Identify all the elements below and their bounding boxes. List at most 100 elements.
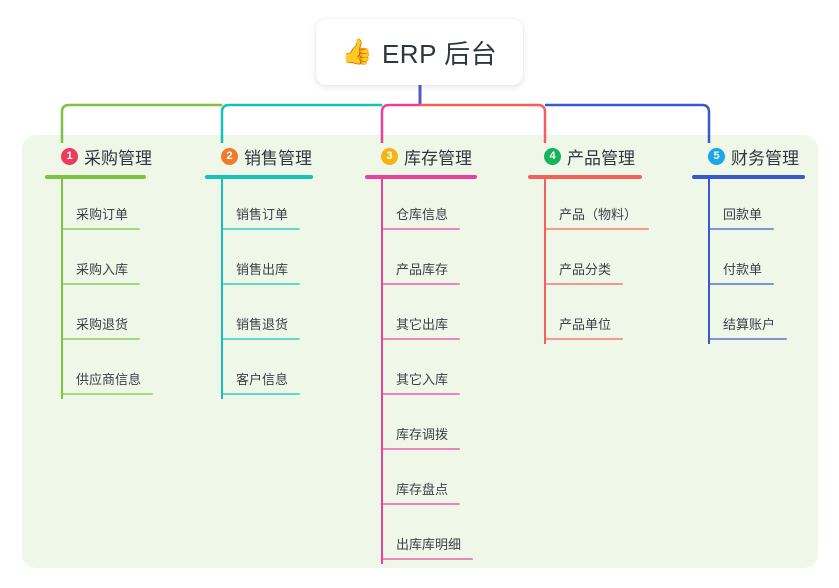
child-underline bbox=[61, 338, 140, 340]
child-label: 付款单 bbox=[723, 262, 763, 277]
child-label: 结算账户 bbox=[723, 317, 776, 332]
branch-2[interactable]: 2 销售管理销售订单销售出库销售退货客户信息 bbox=[205, 143, 313, 399]
child-item[interactable]: 出库库明细 bbox=[365, 509, 477, 564]
child-underline bbox=[221, 393, 300, 395]
child-item[interactable]: 采购订单 bbox=[45, 179, 152, 234]
child-label: 销售退货 bbox=[236, 317, 289, 332]
branch-title: 库存管理 bbox=[404, 148, 472, 168]
child-underline bbox=[61, 283, 140, 285]
branch-number-badge: 5 bbox=[708, 147, 725, 165]
child-item[interactable]: 其它出库 bbox=[365, 289, 477, 344]
child-label: 销售出库 bbox=[236, 262, 289, 277]
child-item[interactable]: 产品分类 bbox=[528, 234, 642, 289]
child-item[interactable]: 供应商信息 bbox=[45, 344, 153, 399]
child-underline bbox=[381, 448, 460, 450]
child-item[interactable]: 产品（物料） bbox=[528, 179, 649, 234]
child-label: 其它入库 bbox=[396, 372, 449, 387]
branch-spine bbox=[708, 179, 710, 344]
branch-children: 销售订单销售出库销售退货客户信息 bbox=[205, 179, 313, 399]
child-label: 回款单 bbox=[723, 207, 763, 222]
child-label: 产品分类 bbox=[559, 262, 612, 277]
child-underline bbox=[61, 393, 153, 395]
branch-3[interactable]: 3 库存管理仓库信息产品库存其它出库其它入库库存调拨库存盘点出库库明细 bbox=[365, 143, 477, 564]
branch-children: 采购订单采购入库采购退货供应商信息 bbox=[45, 179, 153, 399]
child-item[interactable]: 库存调拨 bbox=[365, 399, 477, 454]
child-item[interactable]: 付款单 bbox=[692, 234, 805, 289]
branch-spine bbox=[221, 179, 223, 399]
branch-children: 回款单付款单结算账户 bbox=[692, 179, 805, 344]
branch-4[interactable]: 4 产品管理产品（物料） 产品分类产品单位 bbox=[528, 143, 649, 344]
child-item[interactable]: 回款单 bbox=[692, 179, 805, 234]
child-underline bbox=[544, 283, 623, 285]
branch-number-badge: 4 bbox=[544, 147, 561, 165]
diagram-background-panel bbox=[22, 135, 818, 568]
root-title: ERP 后台 bbox=[381, 38, 498, 69]
child-item[interactable]: 仓库信息 bbox=[365, 179, 477, 234]
child-underline bbox=[381, 228, 460, 230]
branch-underline bbox=[205, 175, 313, 179]
branch-spine bbox=[381, 179, 383, 564]
child-underline bbox=[221, 228, 300, 230]
child-underline bbox=[381, 503, 460, 505]
child-item[interactable]: 采购入库 bbox=[45, 234, 152, 289]
thumbs-up-icon: 👍 bbox=[341, 37, 373, 66]
branch-underline bbox=[365, 175, 477, 179]
branch-title: 销售管理 bbox=[244, 148, 312, 168]
branch-number-badge: 1 bbox=[61, 147, 78, 165]
child-label: 供应商信息 bbox=[76, 372, 142, 387]
child-underline bbox=[544, 338, 623, 340]
branch-underline bbox=[528, 175, 642, 179]
child-label: 库存调拨 bbox=[396, 427, 449, 442]
branch-spine bbox=[61, 179, 63, 399]
child-item[interactable]: 库存盘点 bbox=[365, 454, 477, 509]
branch-underline bbox=[45, 175, 146, 179]
branch-title: 产品管理 bbox=[567, 148, 635, 168]
branch-spine bbox=[544, 179, 546, 344]
branch-header[interactable]: 3 库存管理 bbox=[365, 143, 477, 169]
child-underline bbox=[381, 393, 460, 395]
branch-children: 仓库信息产品库存其它出库其它入库库存调拨库存盘点出库库明细 bbox=[365, 179, 477, 564]
child-label: 库存盘点 bbox=[396, 482, 449, 497]
child-label: 销售订单 bbox=[236, 207, 289, 222]
child-item[interactable]: 其它入库 bbox=[365, 344, 477, 399]
child-underline bbox=[61, 228, 140, 230]
child-underline bbox=[381, 338, 460, 340]
branch-number-badge: 2 bbox=[221, 147, 238, 165]
child-label: 出库库明细 bbox=[396, 537, 462, 552]
child-item[interactable]: 销售订单 bbox=[205, 179, 313, 234]
child-underline bbox=[221, 283, 300, 285]
child-underline bbox=[221, 338, 300, 340]
child-item[interactable]: 采购退货 bbox=[45, 289, 152, 344]
child-item[interactable]: 产品库存 bbox=[365, 234, 477, 289]
child-label: 仓库信息 bbox=[396, 207, 449, 222]
child-label: 产品库存 bbox=[396, 262, 449, 277]
child-underline bbox=[381, 283, 460, 285]
child-item[interactable]: 产品单位 bbox=[528, 289, 642, 344]
child-label: 产品（物料） bbox=[559, 207, 638, 222]
child-label: 采购订单 bbox=[76, 207, 129, 222]
branch-5[interactable]: 5 财务管理回款单付款单结算账户 bbox=[692, 143, 805, 344]
root-node[interactable]: 👍 ERP 后台 bbox=[316, 19, 523, 85]
child-item[interactable]: 客户信息 bbox=[205, 344, 313, 399]
branch-header[interactable]: 5 财务管理 bbox=[692, 143, 805, 169]
child-underline bbox=[544, 228, 649, 230]
child-label: 产品单位 bbox=[559, 317, 612, 332]
child-item[interactable]: 销售出库 bbox=[205, 234, 313, 289]
branch-title: 财务管理 bbox=[731, 148, 799, 168]
child-label: 其它出库 bbox=[396, 317, 449, 332]
child-label: 客户信息 bbox=[236, 372, 289, 387]
child-item[interactable]: 销售退货 bbox=[205, 289, 313, 344]
child-item[interactable]: 结算账户 bbox=[692, 289, 805, 344]
child-underline bbox=[381, 558, 473, 560]
branch-header[interactable]: 4 产品管理 bbox=[528, 143, 642, 169]
child-label: 采购入库 bbox=[76, 262, 129, 277]
child-underline bbox=[708, 283, 774, 285]
branch-header[interactable]: 2 销售管理 bbox=[205, 143, 313, 169]
branch-underline bbox=[692, 175, 805, 179]
branch-number-badge: 3 bbox=[381, 147, 398, 165]
child-underline bbox=[708, 338, 787, 340]
branch-children: 产品（物料） 产品分类产品单位 bbox=[528, 179, 649, 344]
